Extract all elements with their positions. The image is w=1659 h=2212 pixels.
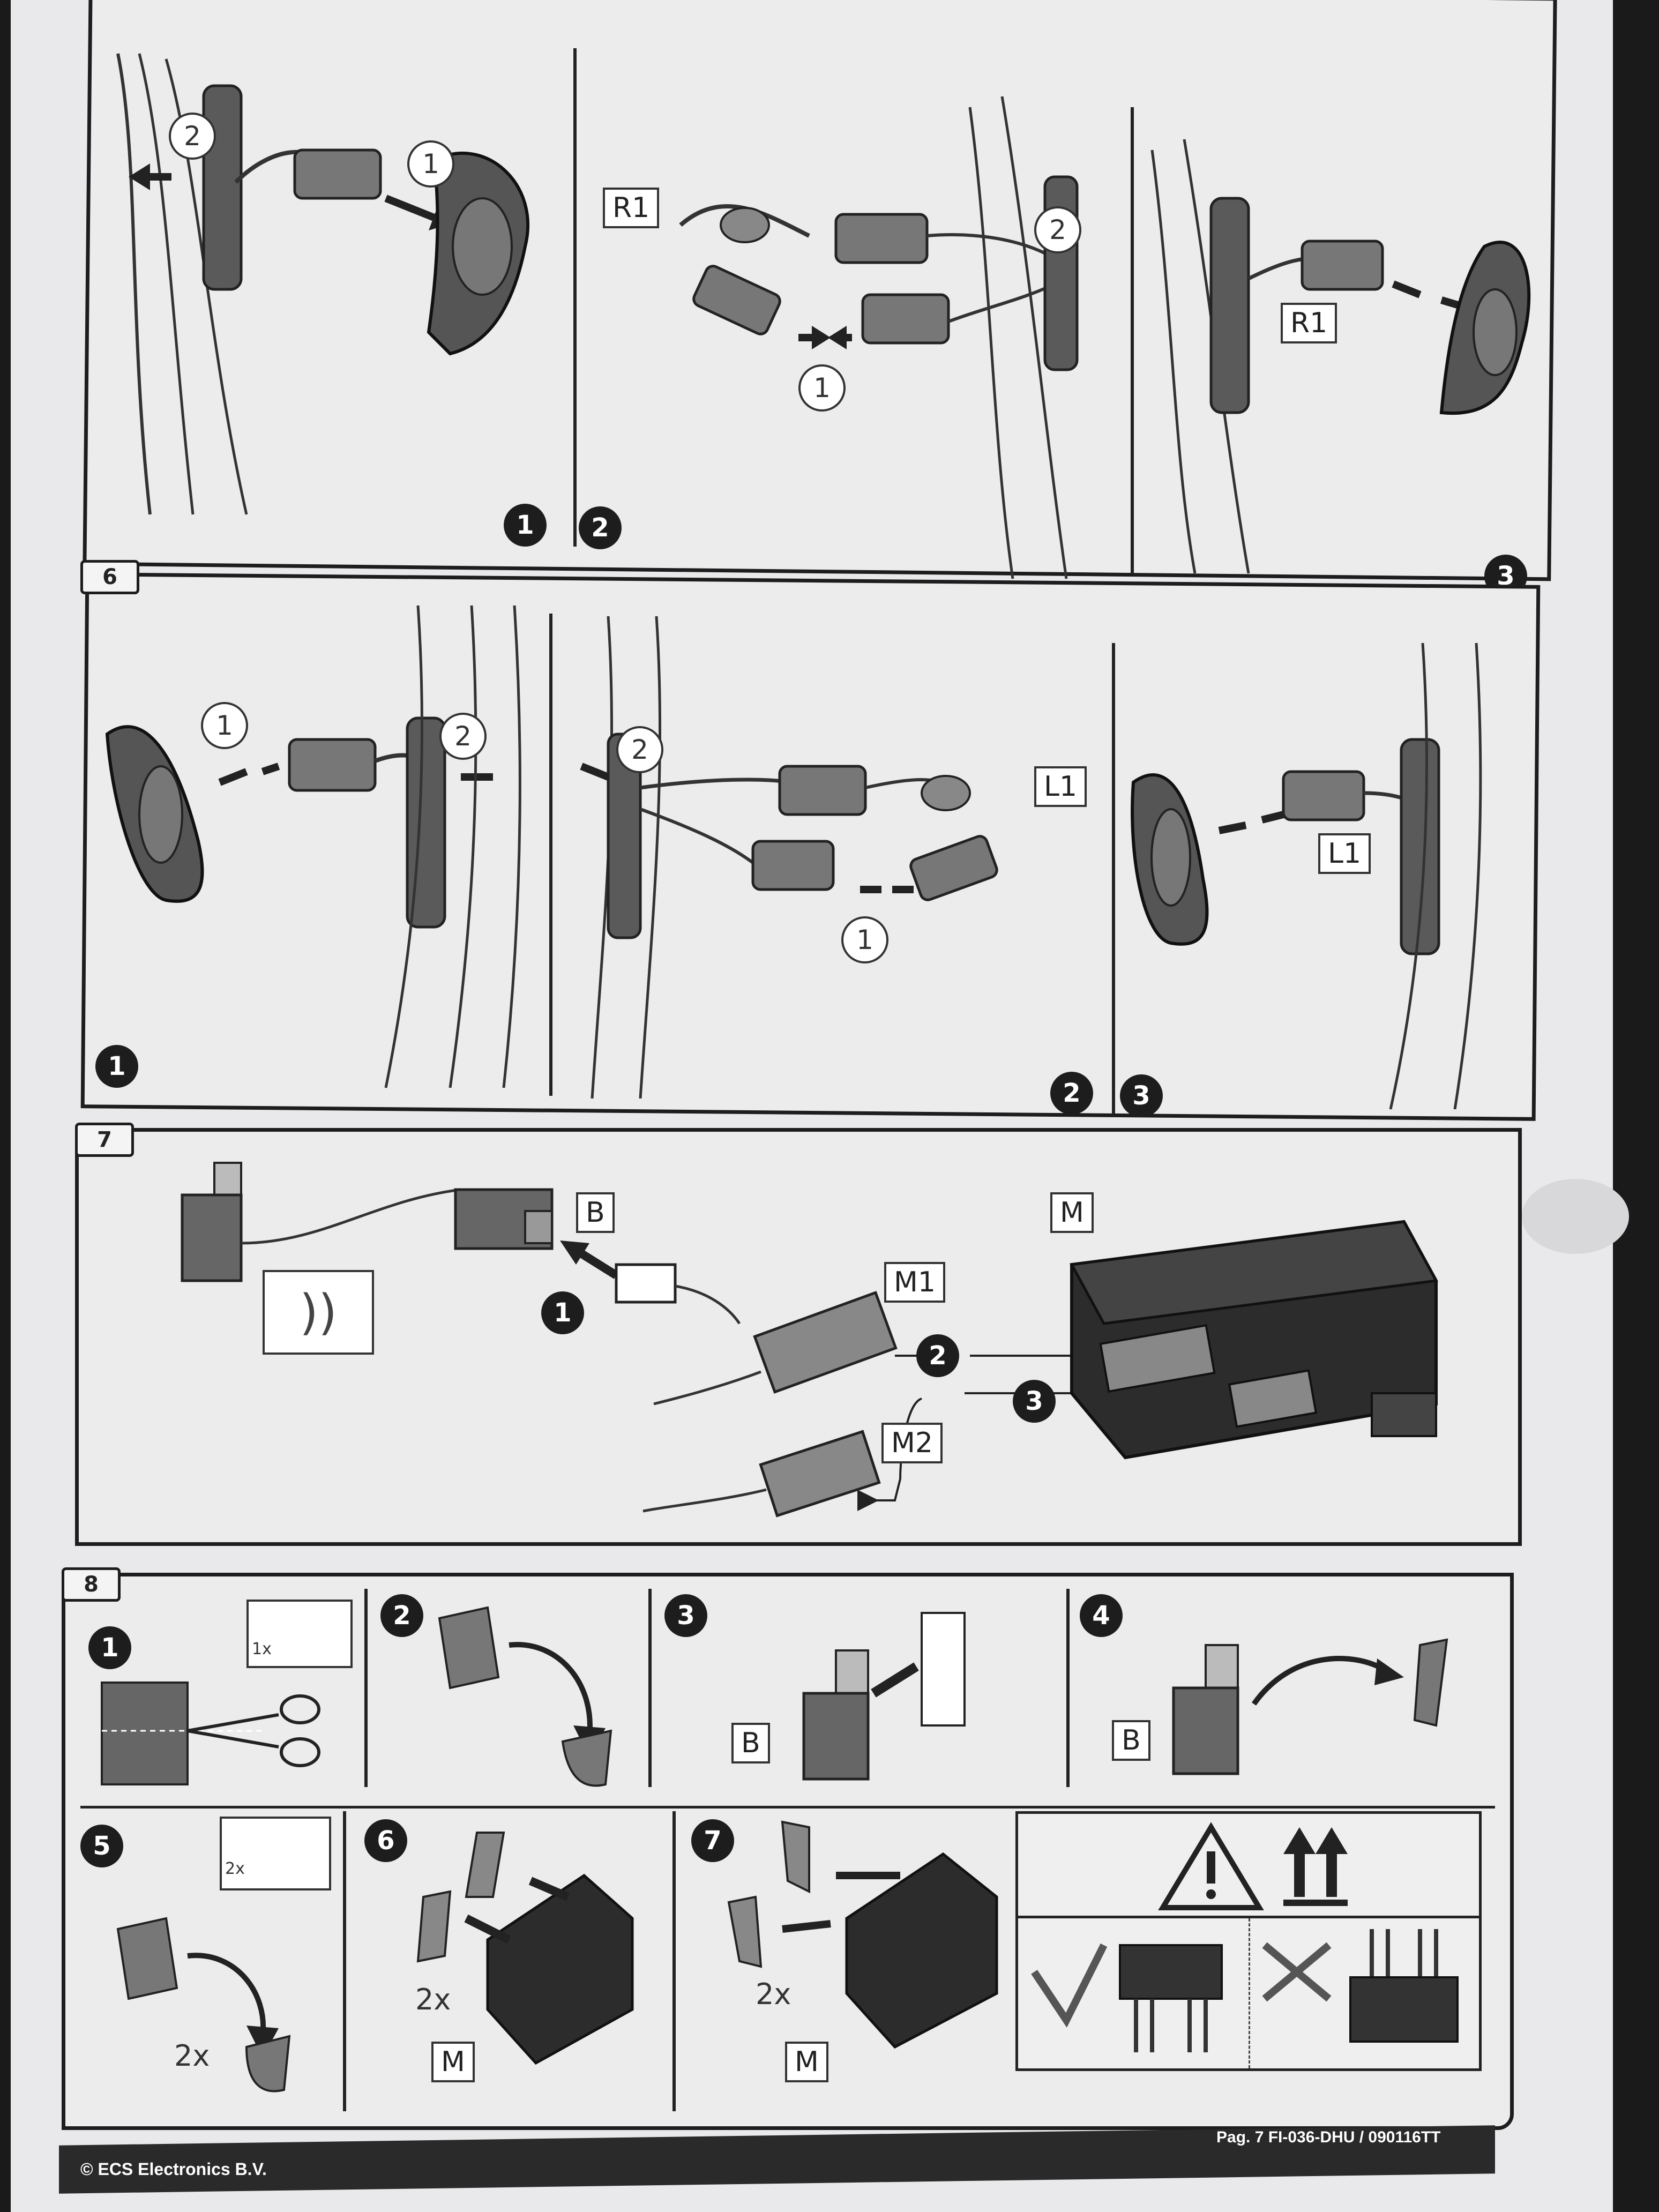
p8-div-1 [364, 1589, 368, 1787]
qty-2x-icon: 2x [225, 1859, 245, 1878]
s6-illustration-2 [580, 616, 998, 1099]
s8-label-m6: M [431, 2042, 475, 2082]
qty-2x-step5: 2x [174, 2039, 210, 2073]
correct-orientation-module [1119, 1944, 1223, 2052]
s8-step-7: 7 [691, 1819, 734, 1862]
s7-buzzer-and-module [181, 1162, 1438, 1518]
s8-step-2: 2 [380, 1594, 423, 1637]
s8-step-6: 6 [364, 1819, 407, 1862]
s6-illustration-3 [1131, 642, 1482, 1110]
s7-label-m1: M1 [884, 1262, 945, 1303]
s7-label-m: M [1050, 1192, 1094, 1233]
s6-step1-circle-2: 2 [439, 713, 487, 760]
ear-sound-icon: )) [263, 1270, 374, 1355]
panel-6-divider-2 [1112, 643, 1115, 1115]
cross-icon [1262, 1942, 1332, 2002]
section-7-tab: 7 [75, 1123, 134, 1157]
top-step1-circle-1: 1 [407, 140, 454, 188]
peel-two-adhesive-illustration [116, 1917, 291, 2093]
wrong-orientation-module [1349, 1929, 1459, 2043]
s6-label-l1-right: L1 [1318, 833, 1371, 874]
top-label-r1-left: R1 [603, 188, 660, 228]
ecs-logo-watermark [1522, 1179, 1629, 1254]
panel-6-divider-1 [549, 614, 552, 1096]
s8-step-1: 1 [88, 1626, 131, 1669]
top-step2-circle-2: 2 [1034, 206, 1081, 253]
footer-page-reference: Pag. 7 FI-036-DHU / 090116TT [1216, 2128, 1441, 2146]
s8-step-5: 5 [80, 1825, 123, 1867]
p8-div-4 [343, 1811, 346, 2111]
module-peel-illustration [727, 1820, 998, 2049]
s7-label-b: B [576, 1192, 615, 1233]
s8-step-3: 3 [664, 1594, 707, 1637]
warning-box-dashed-divider [1249, 1918, 1250, 2068]
panel-top-divider-2 [1131, 107, 1134, 573]
qty-2x-step6: 2x [415, 1983, 451, 2016]
s7-label-m2: M2 [881, 1423, 943, 1463]
section-8-tab: 8 [62, 1567, 121, 1602]
panel-8-row-divider [80, 1806, 1495, 1809]
s6-step2-circle-1: 1 [841, 916, 888, 963]
p8-div-2 [648, 1589, 652, 1787]
panel-top-divider-1 [573, 48, 577, 547]
s6-step-a: 1 [95, 1045, 138, 1088]
module-adhesive-illustration [416, 1832, 634, 2065]
s8-label-b4: B [1112, 1720, 1150, 1761]
s8-step-4: 4 [1080, 1594, 1123, 1637]
s8-label-m7: M [785, 2042, 828, 2082]
s7-step-3: 3 [1013, 1380, 1056, 1423]
warning-triangle-icon [1158, 1822, 1264, 1910]
adhesive-2x-icon [220, 1817, 331, 1890]
s6-step2-circle-2: 2 [616, 726, 663, 773]
s6-step1-circle-1: 1 [201, 702, 248, 749]
s6-step-b: 2 [1050, 1072, 1093, 1115]
top-step-a: 1 [504, 504, 547, 547]
s8-label-b3: B [731, 1723, 770, 1763]
buzzer-peel-illustration [1172, 1638, 1448, 1775]
scissors-cut-illustration [101, 1682, 320, 1785]
s7-step-2: 2 [916, 1334, 959, 1377]
section-6-tab: 6 [80, 560, 139, 594]
s6-illustration-1 [105, 605, 521, 1088]
top-illustration-3 [1150, 139, 1531, 574]
adhesive-1x-icon [246, 1600, 353, 1668]
s7-step-1: 1 [541, 1291, 584, 1334]
s6-step-c: 3 [1120, 1074, 1163, 1117]
p8-div-3 [1066, 1589, 1070, 1787]
peel-adhesive-illustration [438, 1606, 612, 1787]
top-step2-circle-1: 1 [798, 364, 846, 412]
top-illustration-1 [116, 53, 529, 515]
s6-label-l1-left: L1 [1034, 766, 1087, 807]
this-way-up-icon [1283, 1827, 1348, 1906]
qty-1x: 1x [252, 1640, 272, 1658]
footer-copyright: © ECS Electronics B.V. [80, 2159, 267, 2179]
top-illustration-2 [679, 96, 1079, 579]
checkmark-icon [1031, 1943, 1108, 2028]
top-label-r1-right: R1 [1281, 303, 1337, 343]
attach-buzzer-illustration [802, 1612, 966, 1781]
top-step1-circle-2: 2 [169, 113, 216, 160]
warning-box-divider [1018, 1916, 1479, 1918]
p8-div-5 [672, 1811, 676, 2111]
qty-2x-step7: 2x [756, 1977, 791, 2011]
top-step-b: 2 [579, 506, 622, 549]
